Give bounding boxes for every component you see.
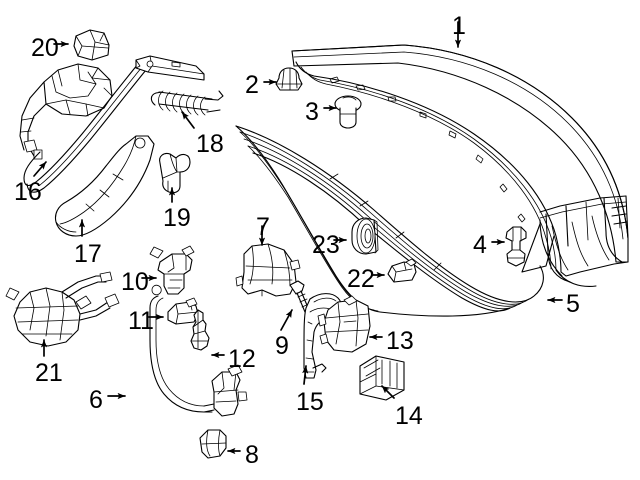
part-bumper-stop (334, 95, 362, 129)
callout-leaders (33, 21, 563, 455)
part-striker-bolt (505, 226, 527, 267)
callout-15: 15 (296, 388, 324, 416)
callout-5: 5 (566, 290, 580, 318)
callout-19: 19 (163, 204, 191, 232)
part-hinge-body (19, 63, 113, 160)
part-bump-stop-buffer (159, 152, 191, 194)
callout-22: 22 (347, 265, 375, 293)
part-rubber-grommet (351, 217, 379, 255)
part-hinge-arm (54, 135, 155, 237)
callout-6: 6 (89, 386, 103, 414)
callout-11: 11 (128, 307, 154, 335)
callout-23: 23 (312, 231, 340, 259)
callout-2: 2 (245, 71, 259, 99)
part-switch-contact (387, 258, 417, 283)
part-torsion-bar (23, 63, 147, 193)
callout-12: 12 (228, 345, 256, 373)
callout-21: 21 (35, 359, 63, 387)
part-grommet-plug (275, 67, 303, 91)
part-hinge-cover-trim (235, 243, 301, 297)
callout-18: 18 (196, 130, 224, 158)
part-lock-latch-assembly (5, 271, 120, 347)
part-cable-end-fitting (211, 364, 248, 417)
callout-17: 17 (74, 240, 102, 268)
part-cable-clip (199, 429, 227, 459)
part-lock-actuator (149, 245, 195, 295)
callout-4: 4 (473, 231, 487, 259)
part-hinge-blade (135, 55, 205, 81)
part-catch-bracket (167, 297, 199, 325)
callout-1: 1 (452, 12, 466, 40)
callout-14: 14 (395, 402, 423, 430)
callout-10: 10 (121, 268, 149, 296)
callout-16: 16 (14, 178, 42, 206)
callout-20: 20 (31, 34, 59, 62)
part-rubber-stopper (190, 309, 210, 351)
callout-7: 7 (256, 213, 270, 241)
part-control-unit (359, 355, 405, 401)
callout-9: 9 (275, 332, 289, 360)
part-release-cable (149, 284, 215, 413)
callout-8: 8 (245, 441, 259, 469)
callout-3: 3 (305, 98, 319, 126)
part-tension-spring (150, 90, 224, 116)
part-lock-cylinder-module (317, 295, 371, 353)
part-hinge-cap (73, 29, 110, 61)
part-deck-lid-inner-frame (521, 195, 629, 283)
part-deck-lid-panel (291, 44, 629, 287)
callout-13: 13 (386, 327, 414, 355)
